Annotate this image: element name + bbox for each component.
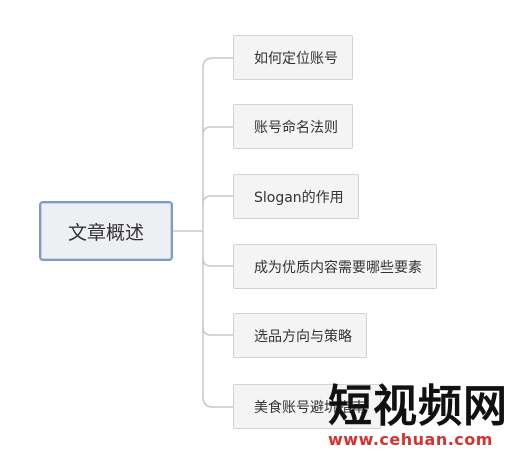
topic-label: 成为优质内容需要哪些要素 xyxy=(254,259,422,276)
branch-connector xyxy=(202,326,233,336)
topic-label: 选品方向与策略 xyxy=(254,328,352,345)
topic-label: 美食账号避坑指南 xyxy=(254,399,366,416)
topic-node-product-selection[interactable]: 选品方向与策略 xyxy=(233,313,367,358)
branch-connector xyxy=(202,126,233,136)
topic-node-naming[interactable]: 账号命名法则 xyxy=(233,104,353,149)
topic-label: 账号命名法则 xyxy=(254,119,338,136)
trunk-connector xyxy=(202,57,233,408)
root-topic-node[interactable]: 文章概述 xyxy=(39,201,173,261)
root-topic-label: 文章概述 xyxy=(67,221,144,244)
topic-node-positioning[interactable]: 如何定位账号 xyxy=(233,35,353,80)
topic-label: Slogan的作用 xyxy=(254,189,344,206)
branch-connector xyxy=(202,195,233,205)
branch-connector xyxy=(202,257,233,267)
topic-node-food-pitfalls[interactable]: 美食账号避坑指南 xyxy=(233,384,381,429)
topic-label: 如何定位账号 xyxy=(254,50,338,67)
topic-node-slogan[interactable]: Slogan的作用 xyxy=(233,174,359,219)
topic-node-quality-content[interactable]: 成为优质内容需要哪些要素 xyxy=(233,244,437,289)
